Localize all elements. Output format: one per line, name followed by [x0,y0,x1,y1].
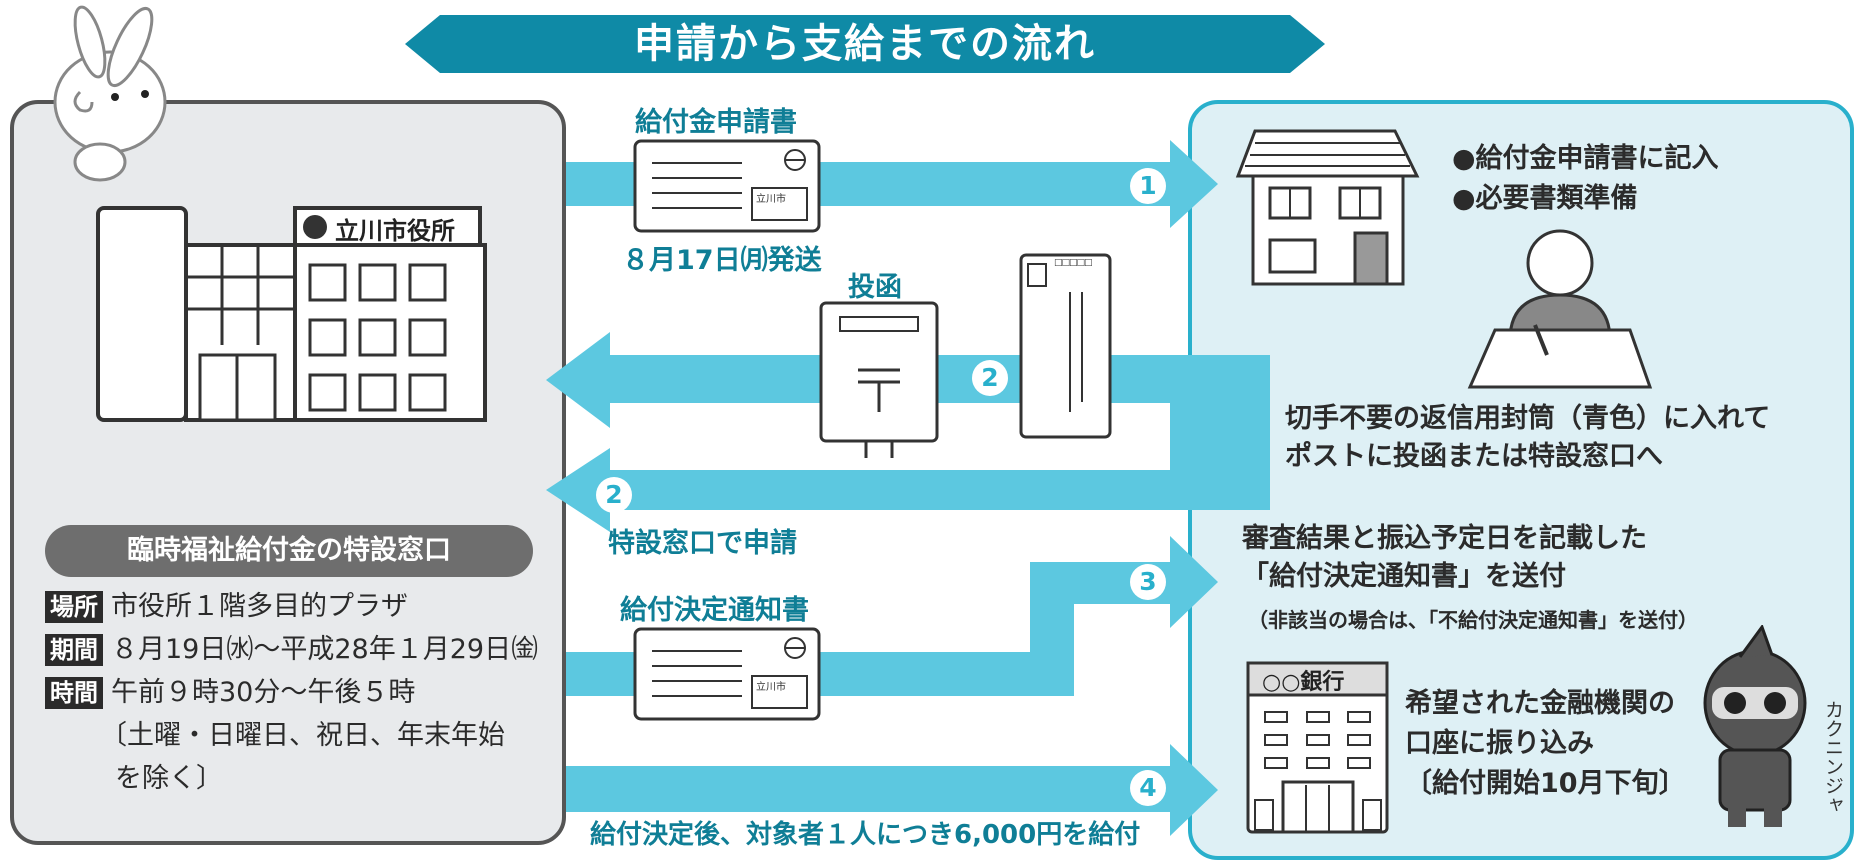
exclusion-note-line2: を除く〕 [115,763,223,794]
card-mark-3: 立川市 [756,682,786,693]
place-tag: 場所 [45,591,103,623]
card-mark-1: 立川市 [756,194,786,205]
decision-notice-card-icon [633,627,821,721]
title-banner-shape [405,15,1325,73]
application-form-card-icon [633,139,821,233]
decision-notice-label: 給付決定通知書 [620,595,809,626]
exclusion-note-line1: 〔土曜・日曜日、祝日、年末年始 [100,720,505,751]
page-title: 申請から支給までの流れ [634,21,1096,67]
mailbox-label: 投函 [848,272,902,303]
place-row: 場所市役所１階多目的プラザ [45,585,408,629]
arrow-2-lower [546,448,1270,532]
step-2b-badge: 2 [596,477,632,513]
arrow-4 [566,744,1218,836]
ninja-mascot-icon [1703,625,1807,827]
step-2-badge: 2 [972,360,1008,396]
step4-instruction-1: 希望された金融機関の [1405,688,1675,719]
step1-instruction-1: ●給付金申請書に記入 [1452,143,1719,174]
step3-instruction-1: 審査結果と振込予定日を記載した [1242,523,1647,554]
time-row: 時間午前９時30分〜午後５時 [45,671,415,715]
city-hall-building-icon [96,206,487,422]
time-value: 午前９時30分〜午後５時 [111,677,416,708]
special-window-heading: 臨時福祉給付金の特設窓口 [45,525,533,577]
period-tag: 期間 [45,634,103,666]
city-hall-sign: 立川市役所 [335,217,455,245]
mailbox-icon [819,301,939,458]
application-form-label: 給付金申請書 [635,107,797,138]
step-3-badge: 3 [1130,564,1166,600]
step2-instruction-1: 切手不要の返信用封筒（青色）に入れて [1285,403,1771,434]
step3-instruction-2: 「給付決定通知書」を送付 [1242,561,1566,592]
step1-instruction-2: ●必要書類準備 [1452,183,1638,214]
house-icon [1235,129,1420,286]
step4-instruction-3: 〔給付開始10月下旬〕 [1405,768,1686,799]
period-value: ８月19日㈬〜平成28年１月29日㈮ [111,634,539,665]
bank-icon [1246,661,1389,834]
rabbit-mascot-icon [53,5,167,182]
mailing-date: ８月17日㈪発送 [622,245,822,276]
step3-note: （非該当の場合は、「不給付決定通知書」を送付） [1248,608,1698,632]
step4-instruction-2: 口座に振り込み [1405,728,1594,759]
envelope-mark: □□□□□ [1054,258,1093,268]
step-4-badge: 4 [1130,770,1166,806]
payment-amount-text: 給付決定後、対象者１人につき6,000円を給付 [590,820,1141,850]
time-tag: 時間 [45,677,103,709]
person-writing-icon [1467,229,1653,389]
return-envelope-icon [1019,253,1112,439]
city-emblem-icon [303,215,327,239]
place-value: 市役所１階多目的プラザ [111,591,408,622]
period-row: 期間 ８月19日㈬〜平成28年１月29日㈮ [45,628,538,672]
step-1-badge: 1 [1130,168,1166,204]
ninja-mascot-name: カクニンジャ [1822,700,1844,814]
step2-instruction-2: ポストに投函または特設窓口へ [1285,441,1663,472]
bank-sign: ○○銀行 [1262,670,1345,695]
apply-at-window-label: 特設窓口で申請 [608,528,797,559]
